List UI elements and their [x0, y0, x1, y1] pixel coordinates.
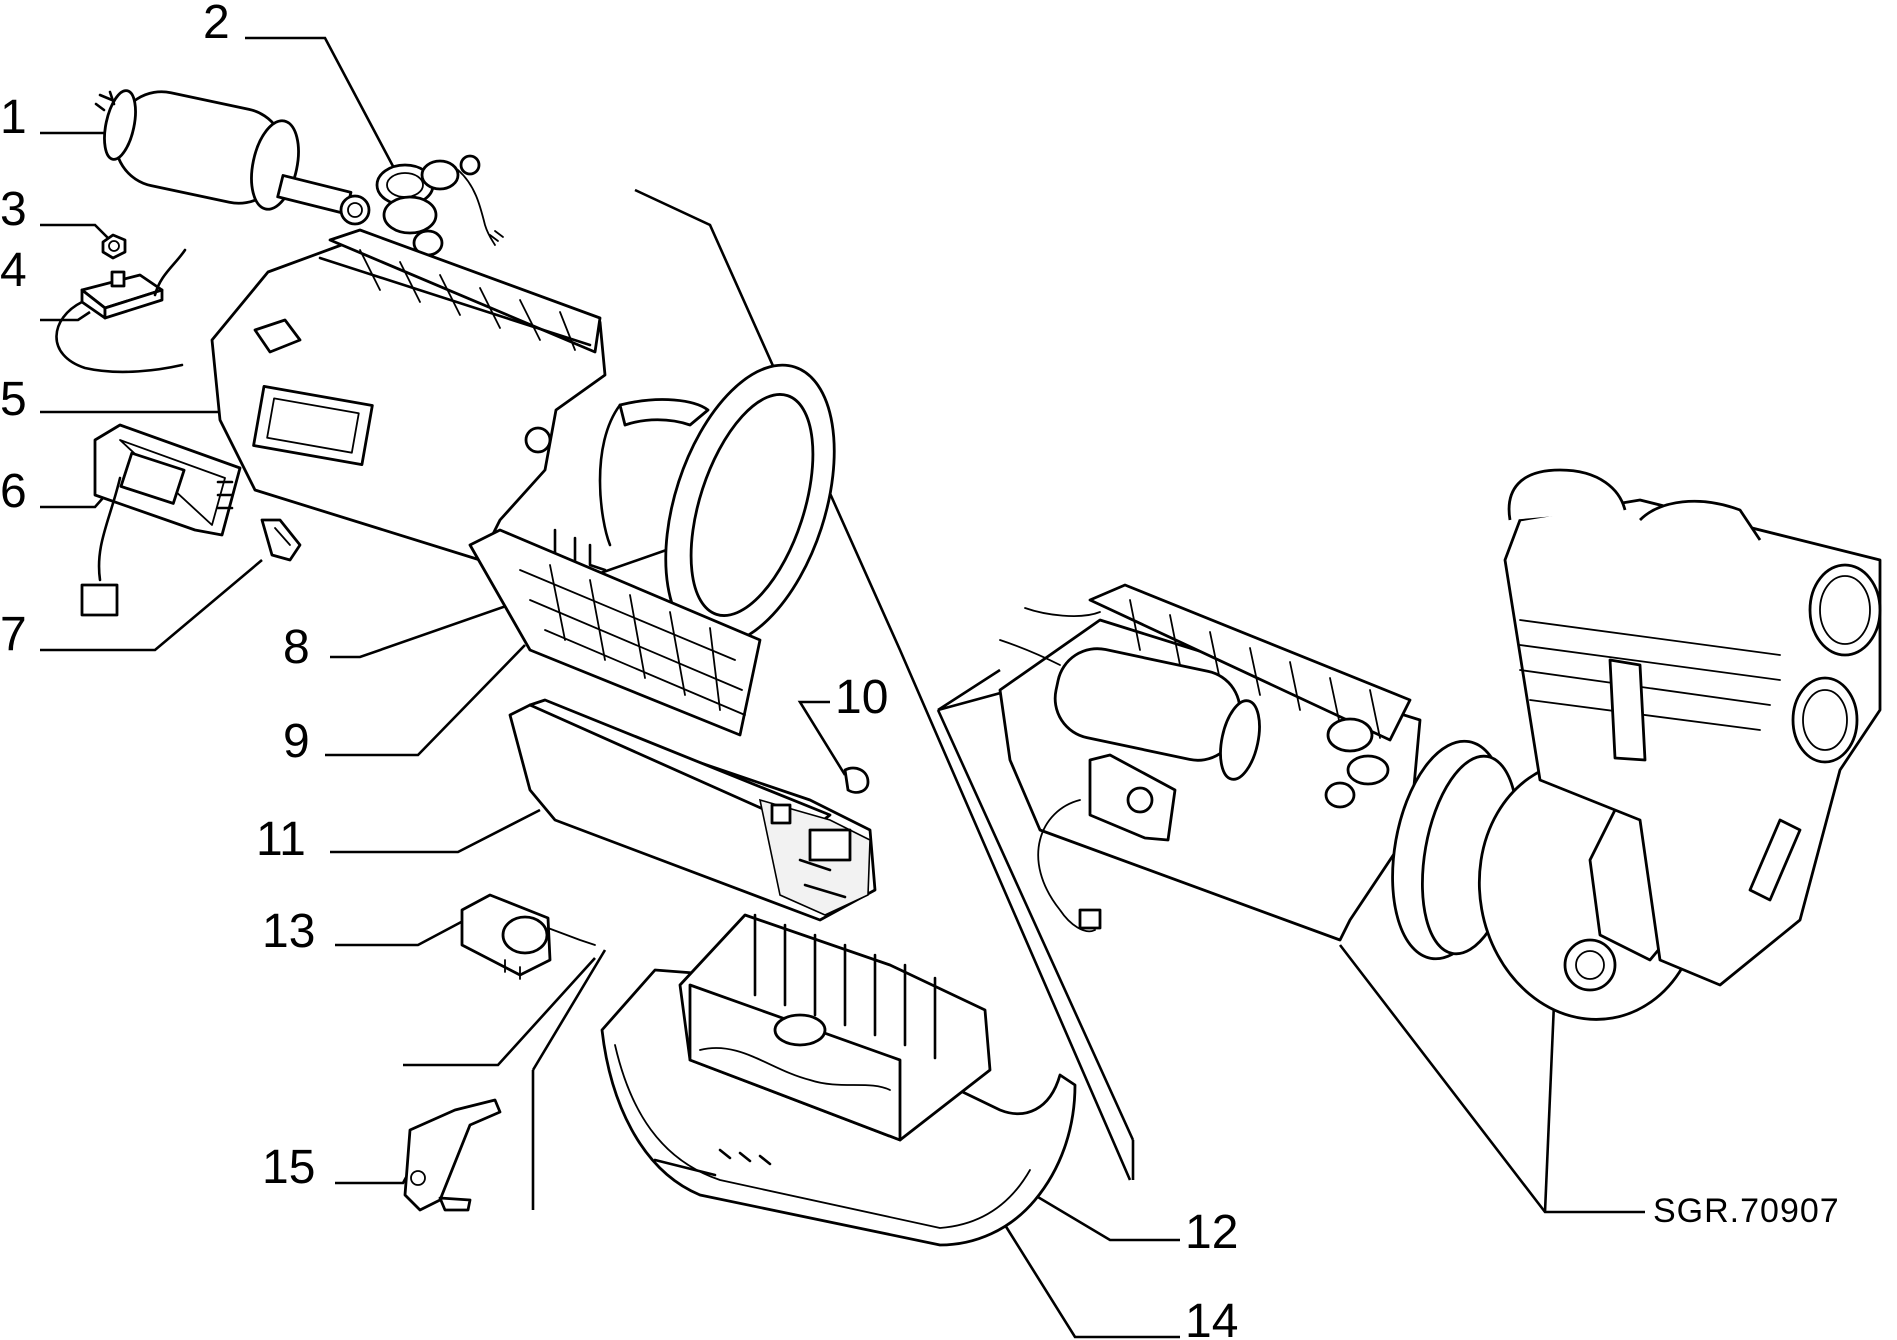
part-2-fittings [375, 154, 504, 257]
part-7-clip [260, 518, 302, 562]
callout-13: 13 [262, 905, 315, 958]
callout-8: 8 [283, 621, 310, 674]
callout-9: 9 [283, 715, 310, 768]
part-6-control-module [80, 423, 242, 617]
leader-13 [335, 918, 466, 947]
leader-4 [40, 310, 91, 322]
callout-labels: 1 2 3 4 5 6 7 8 9 10 11 12 13 14 15 SGR.… [0, 0, 1840, 1340]
drawing-reference: SGR.70907 [1653, 1192, 1840, 1230]
part-1-cylinder [94, 89, 371, 226]
leader-15 [335, 1169, 412, 1185]
assembled-grille [1129, 599, 1381, 739]
part-3-nut [101, 233, 127, 260]
leader-2 [245, 36, 397, 171]
callout-1: 1 [0, 91, 27, 144]
callout-14: 14 [1185, 1295, 1238, 1340]
leader-7 [40, 559, 263, 652]
callout-12: 12 [1185, 1206, 1238, 1259]
part-4-sensor [55, 248, 187, 374]
part-9-filter [468, 528, 762, 737]
leader-unlabeled-c [531, 949, 607, 1071]
heater-fins [1519, 619, 1781, 731]
leader-assembly-d [936, 709, 1135, 1141]
part-15-bracket [403, 1098, 502, 1212]
leader-3 [40, 223, 111, 241]
part-13-actuator [460, 893, 596, 980]
leader-unlabeled-a [403, 957, 596, 1067]
part-8-gasket-ring [664, 363, 836, 647]
part-10-clip [843, 766, 870, 794]
part-12-flap [678, 913, 992, 1142]
callout-3: 3 [0, 183, 27, 236]
leader-10 [797, 700, 847, 776]
leader-9 [325, 644, 526, 757]
leader-assembly-b [1543, 979, 1557, 1213]
assembled-duct-upper [1808, 563, 1882, 657]
assembled-hvac-unit [998, 468, 1882, 1021]
callout-11: 11 [256, 813, 306, 866]
leader-5 [40, 403, 236, 414]
part-11-evaporator [508, 698, 877, 922]
housing-grille [318, 249, 592, 351]
callout-7: 7 [0, 608, 27, 661]
callout-10: 10 [835, 671, 888, 724]
callout-5: 5 [0, 373, 27, 426]
filter-cells [519, 564, 746, 716]
callout-15: 15 [262, 1141, 315, 1194]
part-5-upper-housing [210, 228, 710, 572]
leader-11 [330, 808, 541, 854]
callout-4: 4 [0, 244, 27, 297]
leader-14 [1003, 1224, 1180, 1339]
callout-2: 2 [203, 0, 230, 49]
callout-6: 6 [0, 465, 27, 518]
